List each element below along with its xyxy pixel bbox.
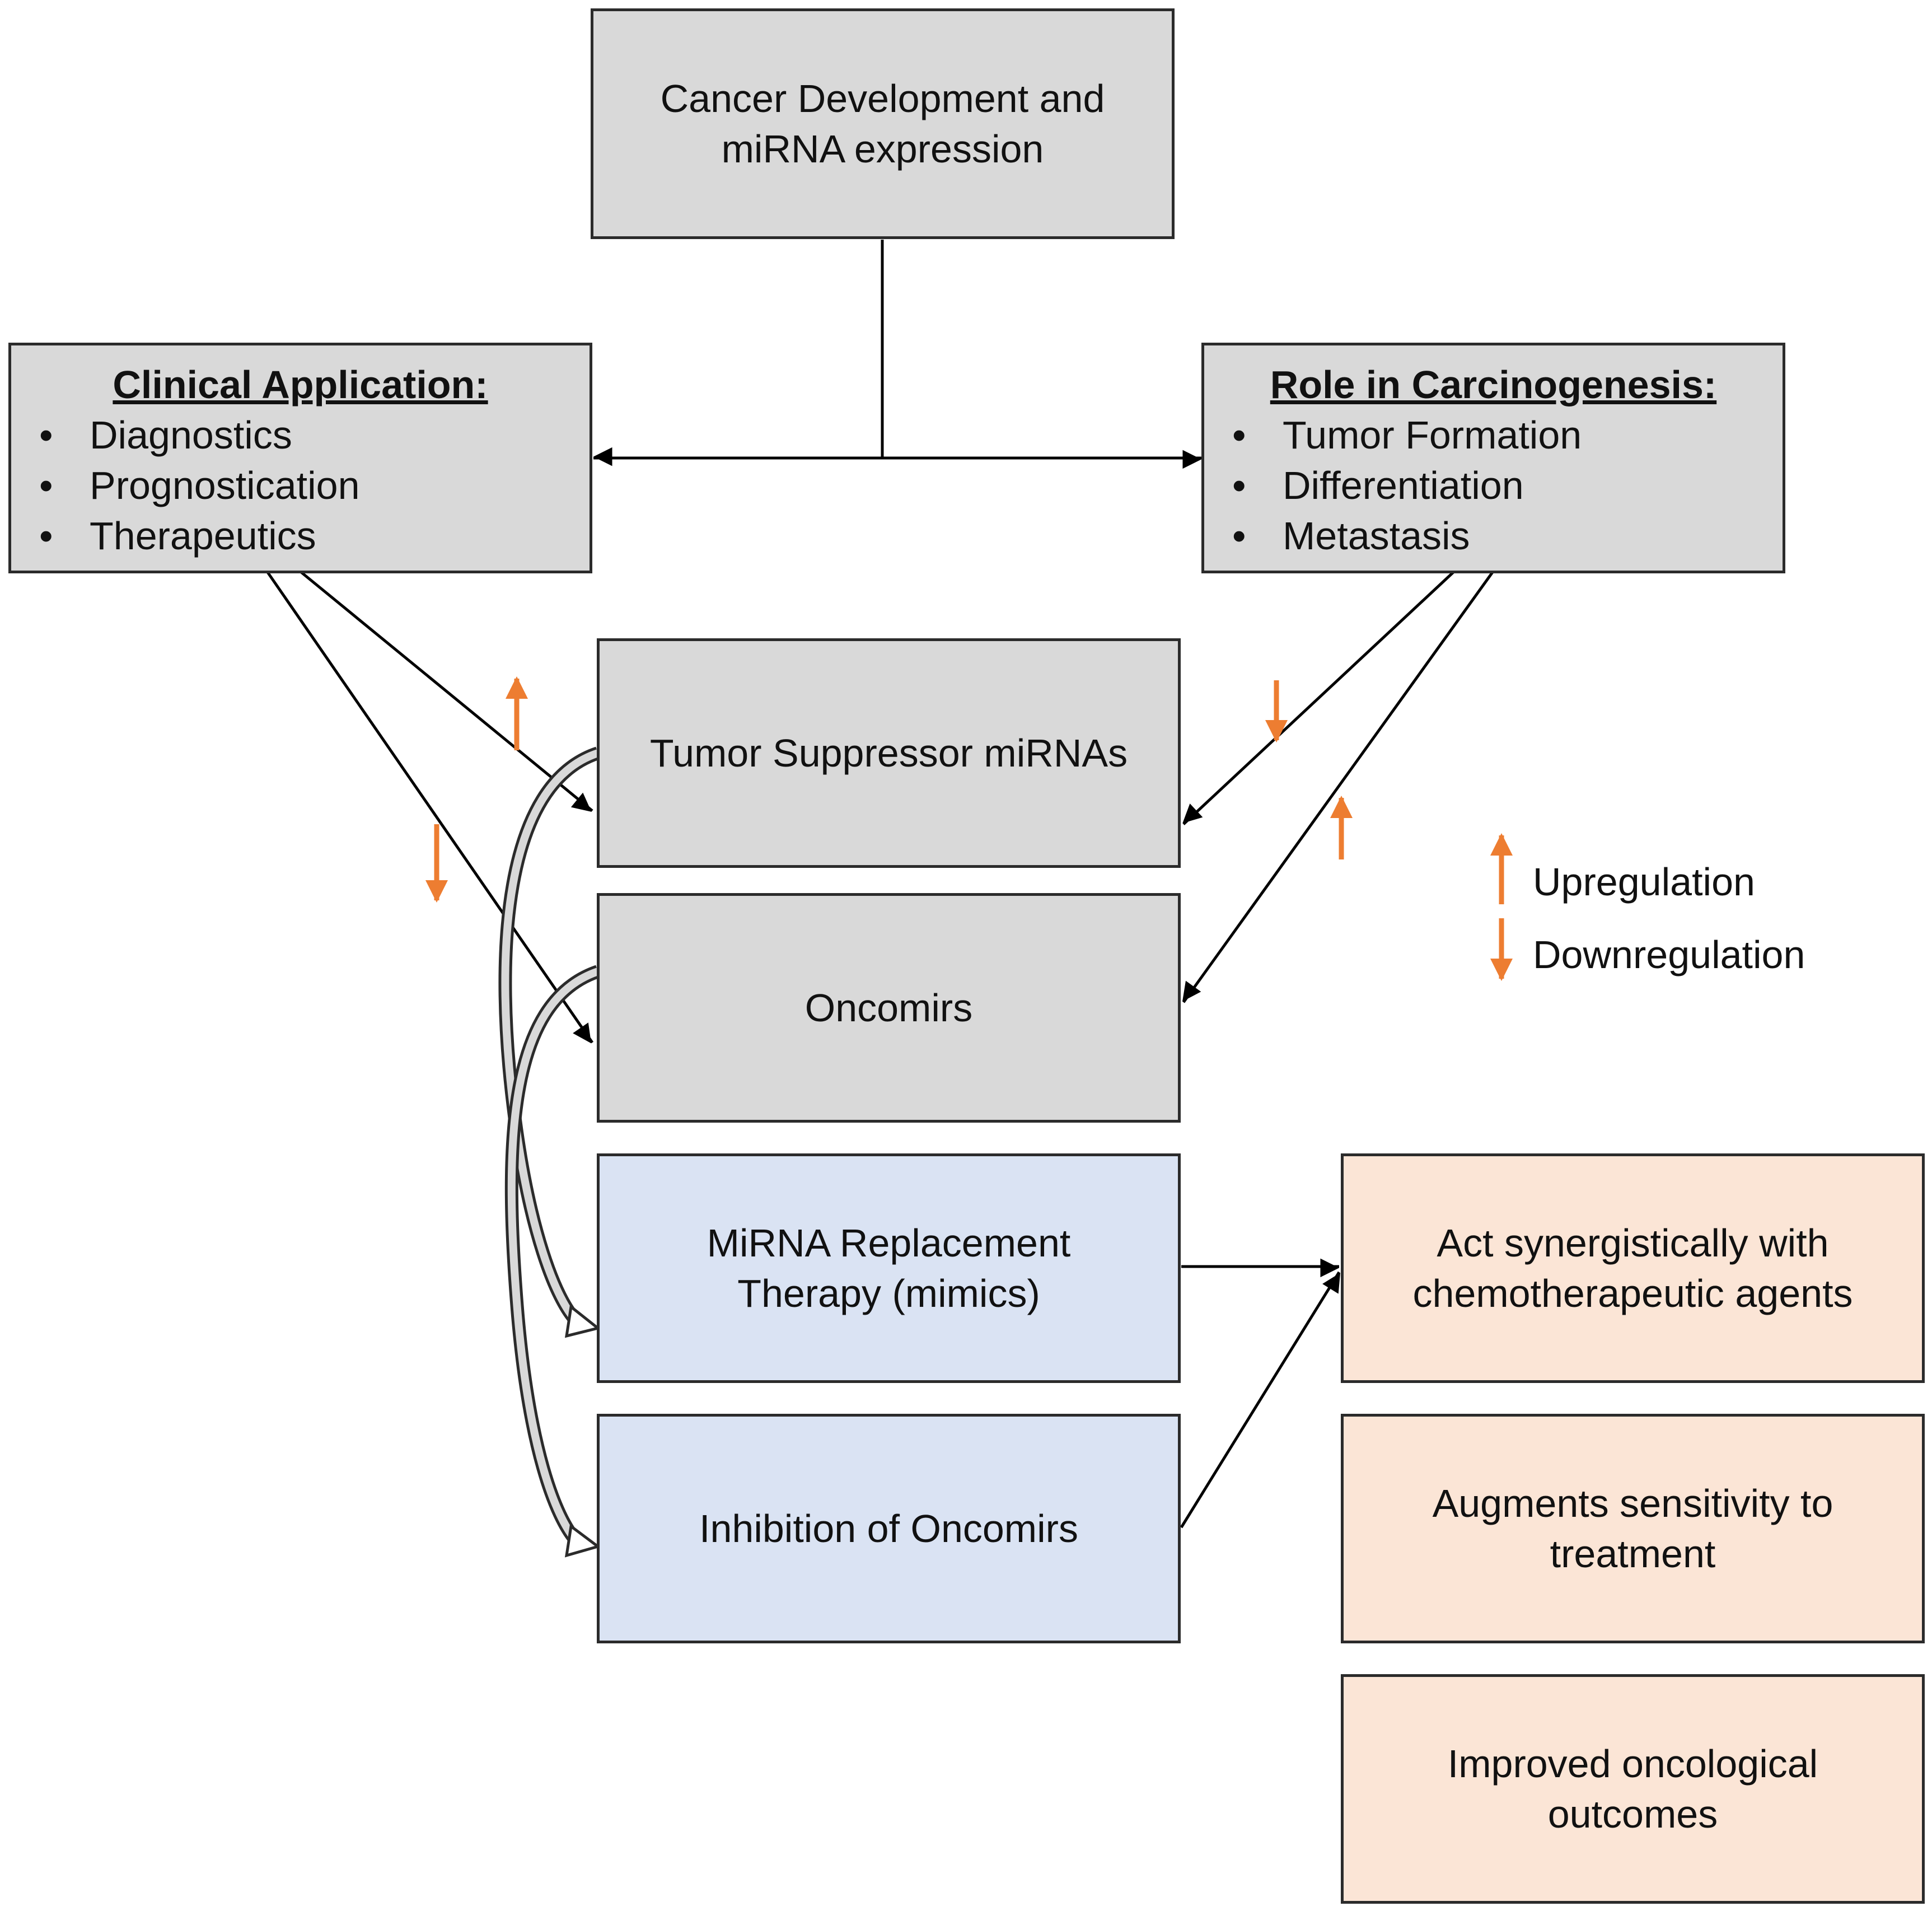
legend-upregulation-label: Upregulation [1533, 860, 1755, 904]
outcomes-line1: Improved oncological [1447, 1742, 1818, 1786]
oncomirs-box: Oncomirs [597, 893, 1181, 1123]
cancer-development-line2: miRNA expression [721, 127, 1044, 171]
arrow-clinical-to-oncomirs [266, 571, 594, 1044]
synergy-line2: chemotherapeutic agents [1412, 1272, 1853, 1315]
sensitivity-box: Augments sensitivity to treatment [1341, 1414, 1925, 1643]
list-item: Metastasis [1204, 511, 1783, 561]
replacement-line1: MiRNA Replacement [707, 1221, 1071, 1265]
role-in-carcinogenesis-box: Role in Carcinogenesis: Tumor Formation … [1201, 343, 1785, 573]
list-item: Differentiation [1204, 460, 1783, 511]
clinical-application-box: Clinical Application: Diagnostics Progno… [8, 343, 592, 573]
replacement-line2: Therapy (mimics) [737, 1272, 1040, 1315]
tumor-suppressor-label: Tumor Suppressor miRNAs [649, 731, 1128, 775]
arrow-clinical-to-tumor-suppressor [300, 571, 593, 812]
tumor-suppressor-box: Tumor Suppressor miRNAs [597, 638, 1181, 868]
role-in-carcinogenesis-heading: Role in Carcinogenesis: [1270, 363, 1717, 407]
mirna-replacement-therapy-box: MiRNA Replacement Therapy (mimics) [597, 1153, 1181, 1383]
synergy-line1: Act synergistically with [1437, 1221, 1829, 1265]
legend-downregulation-label: Downregulation [1533, 933, 1805, 976]
arrow-role-to-oncomirs [1182, 571, 1494, 1003]
cancer-development-box: Cancer Development and miRNA expression [591, 8, 1175, 239]
list-item: Prognostication [11, 460, 590, 511]
sensitivity-line2: treatment [1550, 1532, 1716, 1576]
synergy-box: Act synergistically with chemotherapeuti… [1341, 1153, 1925, 1383]
outcomes-box: Improved oncological outcomes [1341, 1674, 1925, 1904]
cancer-development-line1: Cancer Development and [660, 77, 1105, 120]
list-item: Therapeutics [11, 511, 590, 561]
oncomirs-label: Oncomirs [804, 986, 973, 1030]
arrow-role-to-tumor-suppressor [1182, 571, 1454, 825]
role-in-carcinogenesis-list: Tumor Formation Differentiation Metastas… [1204, 410, 1783, 561]
clinical-application-list: Diagnostics Prognostication Therapeutics [11, 410, 590, 561]
list-item: Diagnostics [11, 410, 590, 460]
inhibition-of-oncomirs-box: Inhibition of Oncomirs [597, 1414, 1181, 1643]
arrow-inhibition-to-synergy [1180, 1271, 1341, 1529]
sensitivity-line1: Augments sensitivity to [1432, 1482, 1833, 1525]
inhibition-label: Inhibition of Oncomirs [699, 1507, 1078, 1550]
list-item: Tumor Formation [1204, 410, 1783, 460]
clinical-application-heading: Clinical Application: [113, 363, 488, 407]
outcomes-line2: outcomes [1547, 1792, 1718, 1836]
